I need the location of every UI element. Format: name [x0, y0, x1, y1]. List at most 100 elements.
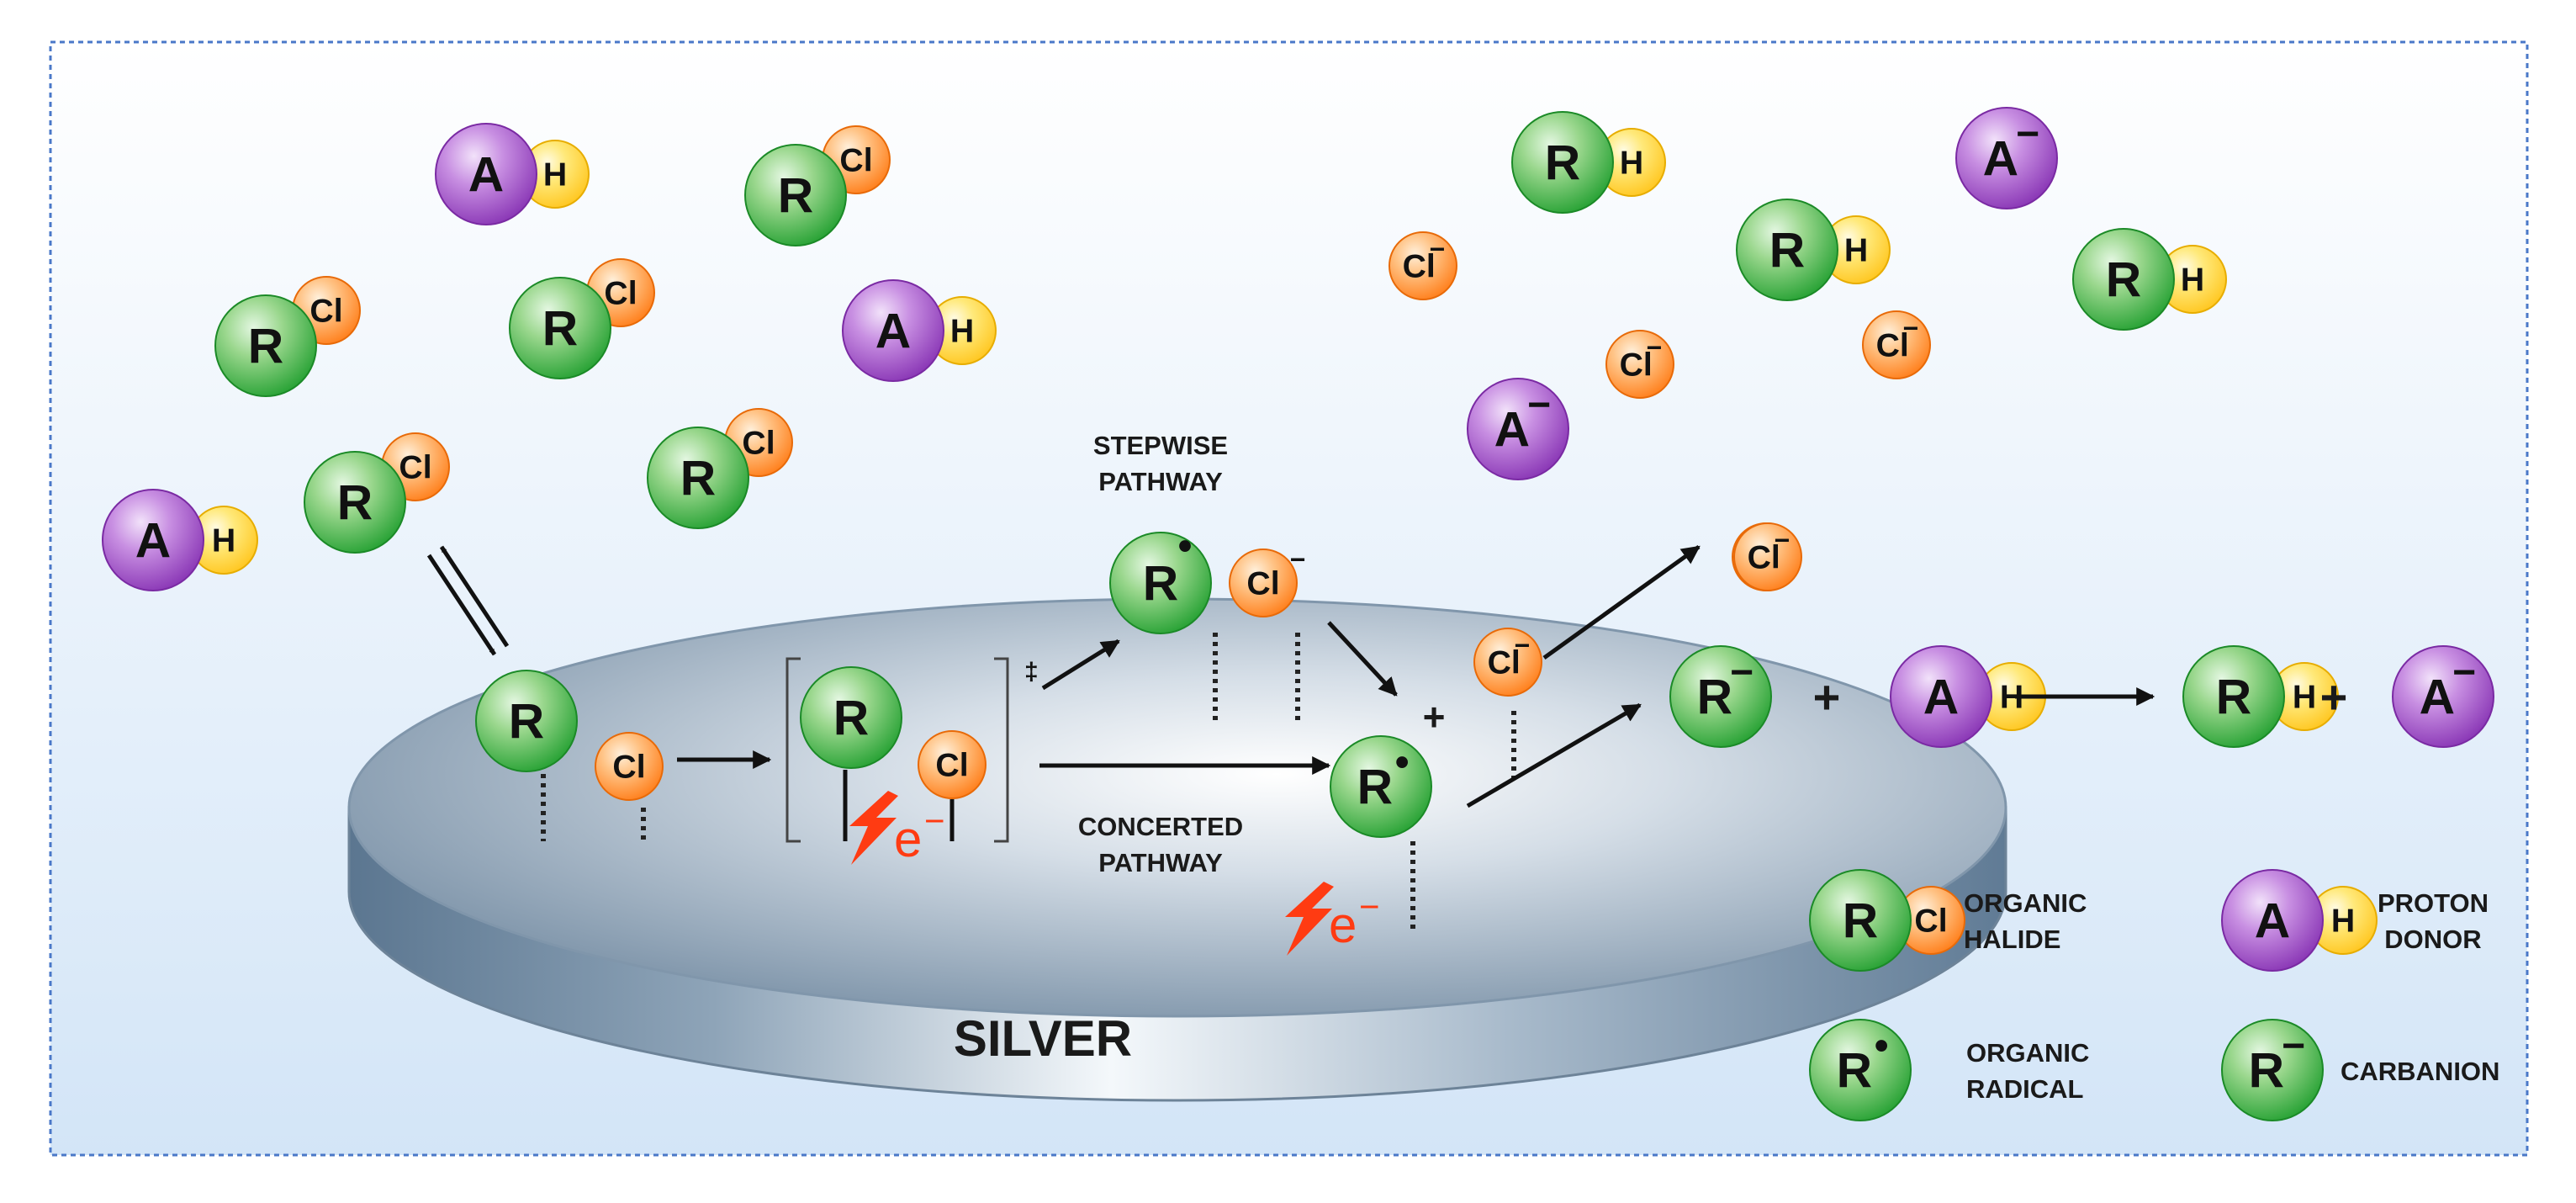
organic-halide-1-second-symbol: Cl [839, 143, 872, 179]
radical-chloride-pair: Cl R [1109, 532, 1298, 634]
product-rh: HR [2182, 645, 2339, 748]
product-rh-second-symbol: H [2293, 680, 2316, 716]
free-chloride-2-symbol: Cl [1620, 347, 1653, 384]
radical-chloride-pair-second: Cl [1229, 549, 1298, 617]
anion-product-symbol: A [2420, 670, 2455, 724]
legend-organic-halide-second: Cl [1896, 886, 1965, 955]
product-rh-2-first: R [1736, 199, 1838, 301]
adsorbed-organic-halide-first: R [475, 670, 578, 772]
free-chloride-1-symbol: Cl [1403, 249, 1436, 285]
surface-electron-label: e [1329, 897, 1357, 953]
proton-donor-reactant-first: A [1890, 645, 1992, 748]
anion-product-charge: − [2452, 650, 2476, 695]
organic-halide-3-first-symbol: R [542, 301, 578, 356]
silver-electrode: SILVER [347, 597, 2007, 1102]
concerted-pathway-label-line-1: CONCERTED [1078, 812, 1243, 841]
surface-chloride-charge: − [1514, 630, 1530, 660]
free-anion-2: A− [1467, 378, 1569, 480]
silver-label: SILVER [954, 1010, 1132, 1067]
product-rh-first-symbol: R [2216, 670, 2251, 724]
product-rh-2-second: H [1822, 215, 1891, 284]
carbanion-reactant-symbol: R [1697, 670, 1732, 724]
free-chloride-3: Cl− [1862, 310, 1931, 379]
organic-halide-3-second-symbol: Cl [604, 276, 637, 312]
ts-electron-charge: − [924, 801, 945, 840]
legend-carbanion-label-line-1: CARBANION [2341, 1057, 2499, 1086]
legend-organic-radical-label-line-2: RADICAL [1966, 1074, 2084, 1104]
surface-radical: R• [1330, 735, 1432, 838]
organic-halide-4: ClR [304, 432, 450, 554]
surface-electron-charge: − [1359, 887, 1380, 926]
legend-organic-halide-label-line-1: ORGANIC [1964, 888, 2087, 918]
organic-halide-4-first-symbol: R [337, 475, 373, 530]
legend-carbanion-symbol: R [2249, 1043, 2284, 1098]
legend-organic-halide-label: ORGANIC HALIDE [1964, 888, 2087, 954]
surface-plus: + [1423, 695, 1446, 739]
organic-halide-5-first: R [647, 427, 749, 529]
product-rh-1: HR [1511, 111, 1666, 214]
free-chloride-1: Cl− [1389, 231, 1457, 300]
reaction-plus-2: + [2320, 670, 2348, 723]
product-rh-first: R [2182, 645, 2285, 748]
released-chloride-symbol: Cl [1748, 540, 1780, 576]
organic-halide-5: ClR [647, 408, 793, 529]
stepwise-chloride-charge: − [1290, 544, 1306, 575]
proton-donor-reactant-first-symbol: A [1923, 670, 1959, 724]
proton-donor-2-second-symbol: H [950, 314, 974, 350]
ts-electron-label: e [894, 811, 922, 867]
product-rh-1-first-symbol: R [1545, 135, 1580, 190]
chloride-release-arrow [1542, 544, 1701, 660]
legend-organic-halide-second-symbol: Cl [1914, 904, 1947, 940]
molecule-layer: HAClRClRClRHAHAClRClRHRHRHRCl−Cl−Cl−Cl−A… [102, 107, 2494, 1121]
free-chloride-2: Cl− [1605, 330, 1674, 399]
transition-state: ClR [800, 666, 986, 799]
legend-organic-radical-symbol: R [1837, 1043, 1872, 1098]
equilibrium-arrow-up [439, 545, 510, 648]
radical-chloride-pair-first: R [1109, 532, 1212, 634]
legend-organic-radical: R• [1809, 1019, 1912, 1121]
proton-donor-3-first: A [102, 489, 204, 591]
ts-dagger: ‡ [1024, 658, 1039, 686]
product-rh-1-second-symbol: H [1620, 146, 1643, 182]
legend-organic-halide-first: R [1809, 869, 1912, 972]
legend-proton-donor-label-line-2: DONOR [2384, 925, 2481, 954]
adsorbed-organic-halide-first-symbol: R [509, 694, 544, 749]
surface-chloride: Cl− [1473, 628, 1542, 697]
free-anion-1: A− [1955, 107, 2058, 209]
proton-donor-2-first: A [842, 279, 944, 382]
organic-halide-1-first-symbol: R [778, 168, 813, 223]
product-rh-3-first: R [2072, 228, 2175, 331]
adsorbed-organic-halide-second: Cl [595, 732, 664, 801]
surface-radical-symbol: R [1357, 760, 1393, 814]
legend-proton-donor-first: A [2221, 869, 2324, 972]
legend-organic-halide-first-symbol: R [1843, 893, 1878, 948]
organic-halide-2-first: R [214, 294, 317, 397]
radical-to-carbanion-arrow [1466, 702, 1642, 808]
ts-bracket-left [785, 657, 801, 843]
proton-donor-3: HA [102, 489, 258, 591]
proton-donor-1: HA [435, 123, 590, 225]
organic-halide-2-second-symbol: Cl [309, 294, 342, 330]
proton-donor-1-first-symbol: A [468, 147, 504, 202]
transition-state-second-symbol: Cl [935, 748, 968, 784]
equilibrium-arrow-down [426, 554, 497, 656]
stepwise-pathway-label-line-1: STEPWISE [1093, 431, 1228, 460]
legend-proton-donor-label-line-1: PROTON [2378, 888, 2489, 918]
proton-donor-1-second-symbol: H [543, 157, 567, 193]
organic-halide-5-second-symbol: Cl [742, 426, 775, 462]
product-rh-3: HR [2072, 228, 2227, 331]
legend-organic-halide-label-line-2: HALIDE [1964, 925, 2060, 954]
proton-donor-3-second-symbol: H [212, 523, 235, 559]
free-anion-1-charge: − [2016, 112, 2039, 156]
free-chloride-2-charge: − [1646, 332, 1662, 363]
legend-carbanion-charge: − [2282, 1024, 2305, 1068]
reaction-arrows [426, 544, 2155, 808]
radical-chloride-pair-second-symbol: Cl [1246, 566, 1279, 602]
surface-electron: e− [1285, 882, 1380, 956]
free-anion-2-symbol: A [1494, 402, 1530, 457]
organic-halide-2: ClR [214, 276, 361, 397]
organic-halide-4-second-symbol: Cl [399, 450, 431, 486]
free-anion-2-charge: − [1527, 383, 1551, 427]
proton-donor-reactant-second: H [1977, 662, 2046, 731]
